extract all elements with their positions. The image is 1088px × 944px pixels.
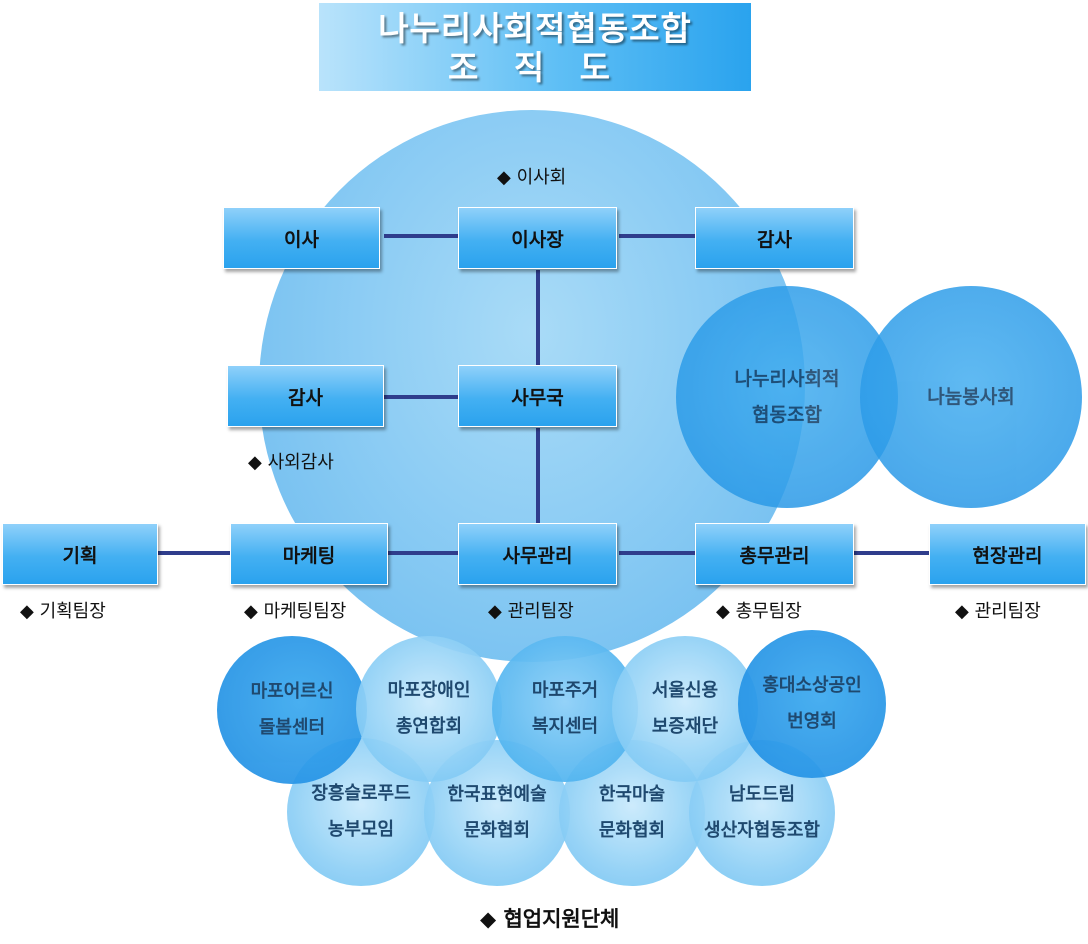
partner-name: 문화협회 [598, 820, 666, 841]
partner-name: 총연합회 [395, 716, 463, 737]
partners-section-label: ◆ 협업지원단체 [480, 907, 620, 931]
board-label: ◆ 이사회 [497, 167, 567, 188]
partner-name: 번영회 [787, 711, 837, 732]
general-lead-note: ◆ 총무팀장 [716, 601, 802, 622]
partner-name: 마포어르신 [250, 681, 334, 702]
partner-name: 한국표현예술 [447, 784, 547, 805]
partner-name: 마포장애인 [387, 680, 471, 701]
chairman-box: 이사장 [458, 207, 617, 269]
marketing-lead-note: ◆ 마케팅팀장 [244, 601, 347, 622]
venn-nanum-line1: 나눔봉사회 [927, 386, 1015, 408]
partner-name: 돌봄센터 [258, 717, 326, 738]
planning-box: 기획 [2, 523, 158, 585]
planning-lead-note: ◆ 기획팀장 [20, 601, 106, 622]
field-lead-note: ◆ 관리팀장 [955, 601, 1041, 622]
chart-title-banner: 나누리사회적협동조합 조 직 도 [319, 3, 751, 91]
field-management-box: 현장관리 [929, 523, 1086, 585]
chart-subtitle: 조 직 도 [447, 48, 623, 87]
partner-name: 홍대소상공인 [762, 675, 862, 696]
connector-planning-marketing [158, 551, 234, 555]
partner-name: 농부모임 [327, 819, 395, 840]
office-lead-note: ◆ 관리팀장 [488, 601, 574, 622]
connector-director-chairman [384, 234, 460, 238]
partner-name: 마포주거 [531, 680, 599, 701]
connector-chairman-secretariat [536, 270, 540, 366]
auditor-left-box: 감사 [227, 365, 384, 427]
director-box: 이사 [223, 207, 380, 269]
marketing-box: 마케팅 [230, 523, 388, 585]
connector-marketing-office [386, 551, 460, 555]
external-audit-note: ◆ 사외감사 [248, 452, 334, 473]
partner-name: 서울신용 [651, 680, 719, 701]
partner-circle: 마포어르신 돌봄센터 [217, 636, 367, 784]
connector-office-general [619, 551, 697, 555]
partner-name: 보증재단 [651, 716, 719, 737]
venn-nanuri-line2: 협동조합 [752, 404, 822, 426]
general-affairs-box: 총무관리 [695, 523, 854, 585]
venn-nanuri-line1: 나누리사회적 [734, 368, 840, 390]
connector-auditor-secretariat [384, 395, 460, 399]
auditor-box: 감사 [695, 207, 854, 269]
partner-name: 남도드림 [728, 784, 796, 805]
connector-chairman-auditor [619, 234, 697, 238]
partner-name: 장흥슬로푸드 [311, 783, 411, 804]
partner-name: 한국마술 [598, 784, 666, 805]
chart-title: 나누리사회적협동조합 [378, 9, 692, 48]
partner-circle: 홍대소상공인 번영회 [738, 630, 886, 778]
connector-general-field [853, 551, 931, 555]
partner-circle: 장흥슬로푸드 농부모임 [287, 738, 435, 886]
office-management-box: 사무관리 [458, 523, 617, 585]
connector-secretariat-office [536, 428, 540, 524]
secretariat-box: 사무국 [458, 365, 617, 427]
partner-circle: 마포장애인 총연합회 [356, 636, 502, 782]
venn-circle-nanum: 나눔봉사회 [860, 286, 1082, 508]
partner-name: 복지센터 [531, 716, 599, 737]
partner-circle: 서울신용 보증재단 [612, 636, 758, 782]
partner-name: 생산자협동조합 [704, 820, 820, 841]
partner-name: 문화협회 [463, 820, 531, 841]
